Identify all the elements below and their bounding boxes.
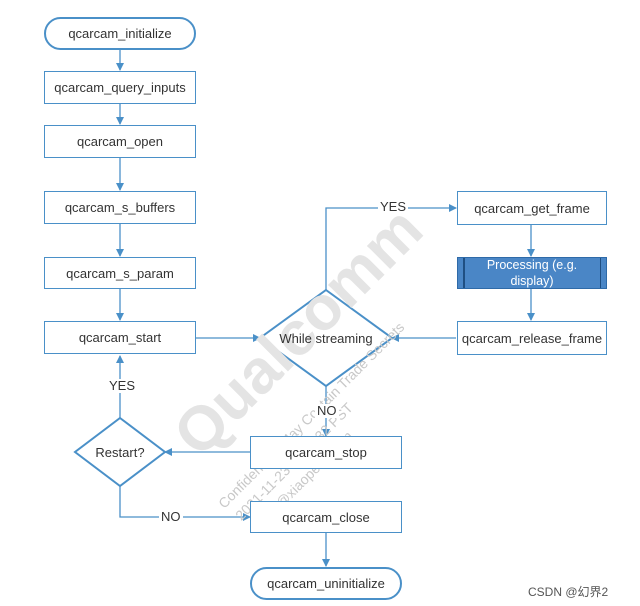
node-initialize: qcarcam_initialize [44,17,196,50]
node-release-frame: qcarcam_release_frame [457,321,607,355]
node-stop: qcarcam_stop [250,436,402,469]
label-while-streaming: While streaming [279,330,373,346]
label-restart: Restart? [95,444,145,460]
edge-restart-no [119,486,251,521]
node-s-buffers: qcarcam_s_buffers [44,191,196,224]
node-get-frame: qcarcam_get_frame [457,191,607,225]
edge-label-restart-no: NO [159,509,183,524]
node-s-param: qcarcam_s_param [44,257,196,289]
node-uninitialize: qcarcam_uninitialize [250,567,402,600]
edge-label-streaming-no: NO [315,403,339,418]
restart-diamond [73,416,167,488]
node-close: qcarcam_close [250,501,402,533]
csdn-credit: CSDN @幻界2 [528,585,609,599]
edge-streaming-yes [325,204,457,290]
node-start: qcarcam_start [44,321,196,354]
node-open: qcarcam_open [44,125,196,158]
edge-label-streaming-yes: YES [378,199,409,214]
node-query-inputs: qcarcam_query_inputs [44,71,196,104]
node-processing: Processing (e.g. display) [457,257,607,289]
edge-label-restart-yes: YES [107,378,138,393]
while-streaming-diamond [258,288,394,388]
